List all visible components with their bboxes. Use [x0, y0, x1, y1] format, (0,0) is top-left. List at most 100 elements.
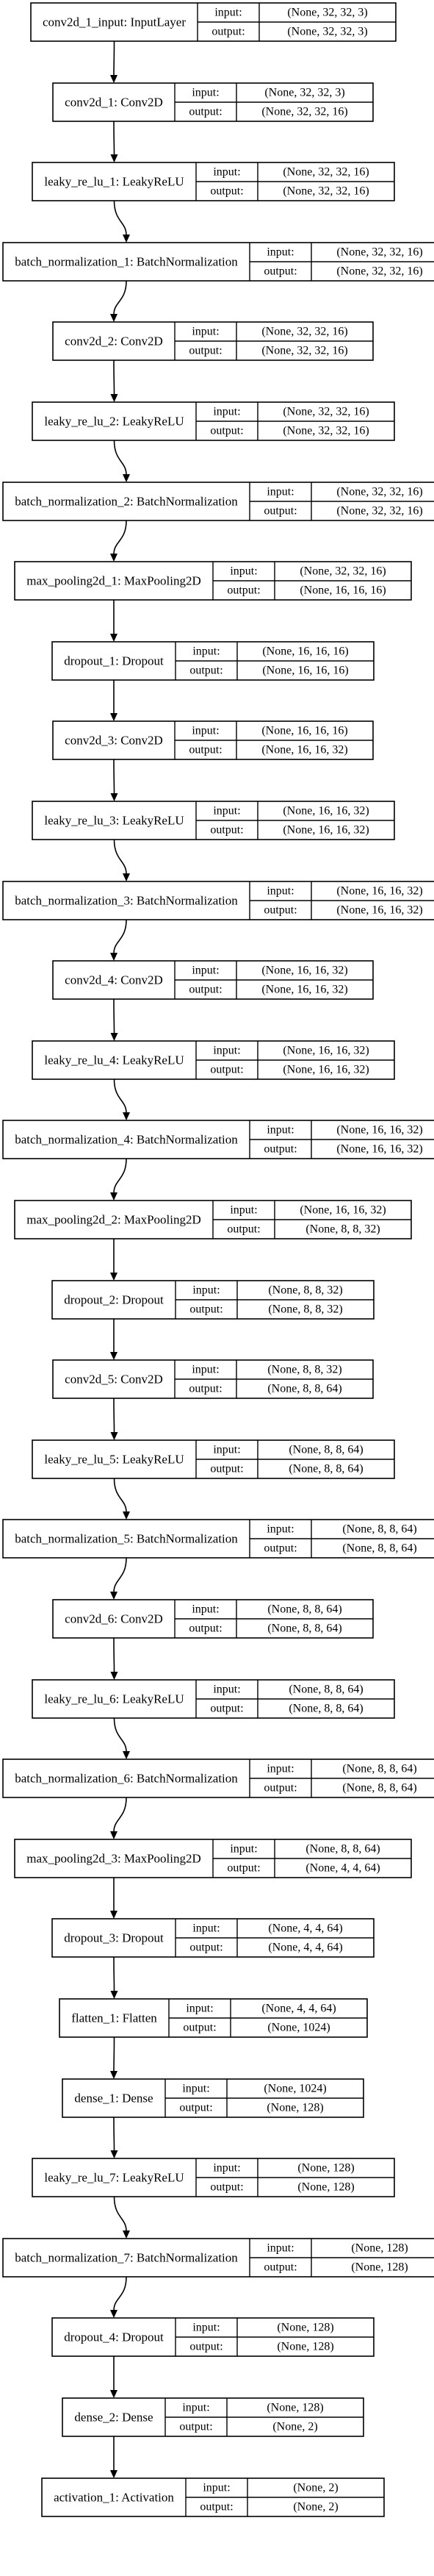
edge-arrow	[113, 1078, 130, 1120]
layer-name: dropout_3: Dropout	[64, 1931, 164, 1945]
output-shape: (None, 32, 32, 16)	[283, 425, 369, 437]
arrowhead-icon	[110, 314, 117, 322]
edge-arrow	[110, 359, 118, 402]
input-shape: (None, 32, 32, 16)	[300, 565, 386, 578]
input-label: input:	[213, 2162, 240, 2175]
input-shape: (None, 8, 8, 64)	[267, 1603, 341, 1616]
layer-name: leaky_re_lu_7: LeakyReLU	[44, 2171, 184, 2185]
edge-line	[113, 440, 127, 476]
output-shape: (None, 2)	[293, 2501, 338, 2514]
output-shape: (None, 8, 8, 64)	[289, 1703, 363, 1715]
input-label: input:	[267, 1124, 294, 1137]
arrowhead-icon	[110, 2071, 117, 2079]
arrowhead-icon	[110, 1432, 118, 1440]
edge-arrow	[113, 839, 130, 881]
layer-name: max_pooling2d_2: MaxPooling2D	[26, 1213, 201, 1227]
input-label: input:	[267, 1523, 294, 1536]
layer-node: max_pooling2d_1: MaxPooling2Dinput:outpu…	[14, 561, 412, 601]
layer-name: conv2d_5: Conv2D	[65, 1373, 163, 1387]
edge-arrow	[110, 2117, 118, 2158]
layer-node: batch_normalization_6: BatchNormalizatio…	[2, 1759, 434, 1798]
arrowhead-icon	[110, 394, 118, 402]
edge-arrow	[110, 40, 117, 83]
diagram-nodes: conv2d_1_input: InputLayerinput:output:(…	[2, 2, 434, 2517]
arrowhead-icon	[123, 474, 130, 482]
edge-line	[113, 280, 127, 315]
output-label: output:	[210, 425, 243, 437]
output-shape: (None, 32, 32, 3)	[287, 26, 367, 38]
layer-name: leaky_re_lu_6: LeakyReLU	[44, 1692, 184, 1706]
output-shape: (None, 32, 32, 16)	[261, 345, 347, 357]
input-shape: (None, 8, 8, 64)	[342, 1523, 416, 1536]
layer-name: dropout_4: Dropout	[64, 2330, 164, 2344]
output-shape: (None, 32, 32, 16)	[261, 106, 347, 118]
arrowhead-icon	[110, 2390, 117, 2398]
output-label: output:	[189, 1383, 222, 1395]
layer-node: batch_normalization_3: BatchNormalizatio…	[2, 881, 434, 920]
layer-node: batch_normalization_2: BatchNormalizatio…	[2, 482, 434, 521]
output-shape: (None, 8, 8, 32)	[305, 1223, 380, 1236]
input-label: input:	[192, 326, 219, 338]
edge-arrow	[113, 200, 130, 243]
output-label: output:	[200, 2501, 233, 2514]
input-shape: (None, 16, 16, 32)	[283, 805, 369, 817]
arrowhead-icon	[110, 1192, 117, 1201]
arrowhead-icon	[110, 1592, 117, 1600]
layer-name: dense_2: Dense	[74, 2411, 153, 2425]
input-shape: (None, 32, 32, 16)	[283, 166, 369, 179]
input-shape: (None, 32, 32, 16)	[283, 406, 369, 418]
input-shape: (None, 8, 8, 64)	[289, 1684, 363, 1696]
input-label: input:	[230, 1204, 257, 1217]
input-shape: (None, 32, 32, 3)	[264, 87, 344, 99]
output-shape: (None, 16, 16, 32)	[336, 904, 422, 917]
input-shape: (None, 16, 16, 16)	[262, 645, 348, 658]
input-label: input:	[192, 2322, 220, 2334]
edge-arrow	[113, 1717, 130, 1759]
input-label: input:	[192, 1284, 220, 1297]
output-label: output:	[189, 106, 222, 118]
arrowhead-icon	[110, 1672, 118, 1680]
output-label: output:	[189, 1942, 223, 1954]
edge-arrow	[110, 520, 127, 562]
layer-name: leaky_re_lu_4: LeakyReLU	[44, 1053, 184, 1067]
arrowhead-icon	[110, 1273, 117, 1281]
input-shape: (None, 16, 16, 16)	[261, 725, 347, 737]
layer-name: batch_normalization_7: BatchNormalizatio…	[15, 2251, 238, 2265]
arrowhead-icon	[110, 1831, 117, 1839]
edge-line	[113, 1398, 115, 1434]
arrowhead-icon	[110, 1352, 117, 1360]
edge-arrow	[110, 121, 118, 162]
edge-line	[113, 1158, 127, 1194]
input-label: input:	[213, 1444, 240, 1456]
output-label: output:	[189, 345, 222, 357]
input-shape: (None, 128)	[277, 2322, 333, 2334]
input-shape: (None, 32, 32, 16)	[336, 246, 422, 259]
output-shape: (None, 8, 8, 32)	[268, 1303, 342, 1316]
edge-arrow	[110, 2276, 127, 2318]
layer-name: batch_normalization_6: BatchNormalizatio…	[15, 1772, 238, 1786]
output-label: output:	[264, 1143, 297, 1156]
output-shape: (None, 128)	[351, 2261, 408, 2274]
edge-line	[113, 1717, 127, 1753]
input-shape: (None, 128)	[267, 2402, 323, 2414]
layer-name: batch_normalization_4: BatchNormalizatio…	[15, 1133, 238, 1147]
edge-line	[113, 1956, 115, 1992]
layer-name: conv2d_4: Conv2D	[65, 973, 163, 987]
output-label: output:	[179, 2102, 212, 2114]
edge-line	[113, 2276, 127, 2311]
output-label: output:	[210, 1064, 243, 1076]
input-label: input:	[203, 2482, 230, 2494]
output-label: output:	[210, 824, 243, 837]
edge-line	[113, 40, 115, 76]
edge-arrow	[110, 280, 127, 322]
input-label: input:	[192, 1603, 219, 1616]
input-shape: (None, 16, 16, 32)	[261, 965, 347, 977]
layer-name: dense_1: Dense	[74, 2092, 153, 2105]
layer-name: activation_1: Activation	[54, 2491, 174, 2505]
